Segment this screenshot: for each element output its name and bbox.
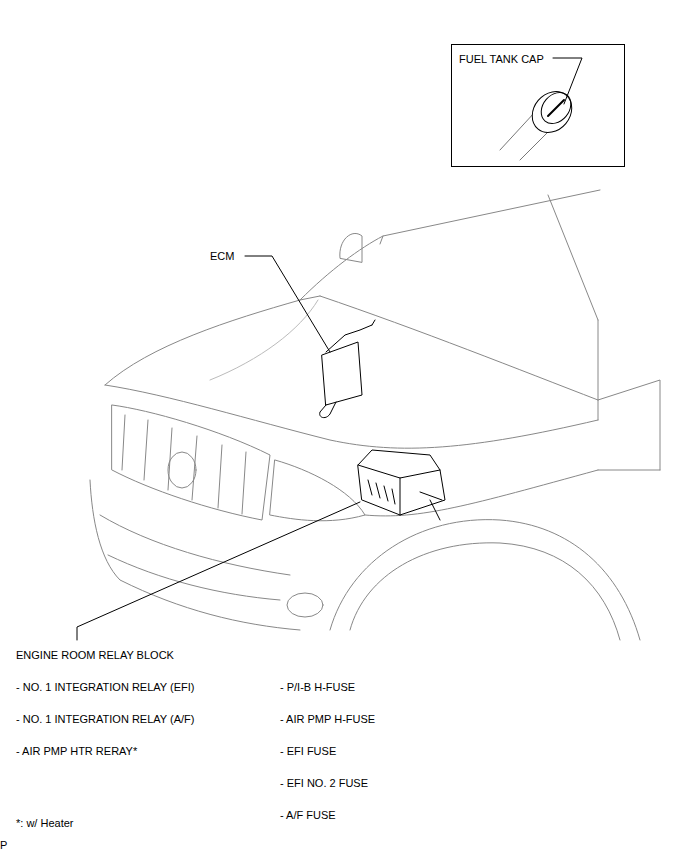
relay-item: - NO. 1 INTEGRATION RELAY (EFI)	[16, 681, 194, 694]
fuse-item: - EFI NO. 2 FUSE	[280, 777, 368, 790]
fuse-item: - EFI FUSE	[280, 745, 336, 758]
page-mark: P	[0, 839, 7, 852]
fuse-item: - A/F FUSE	[280, 809, 336, 822]
relay-item: - NO. 1 INTEGRATION RELAY (A/F)	[16, 713, 194, 726]
relay-block-drawing	[77, 450, 445, 640]
fuse-item: - P/I-B H-FUSE	[280, 681, 355, 694]
part-label: ENGINE ROOM RELAY BLOCK	[16, 649, 174, 662]
part-label: FUEL TANK CAP	[459, 53, 544, 66]
note: *: w/ Heater	[16, 817, 73, 830]
part-label: ECM	[210, 250, 234, 263]
fuse-item: - AIR PMP H-FUSE	[280, 713, 375, 726]
relay-item: - AIR PMP HTR RERAY*	[16, 745, 137, 758]
car-outline	[90, 190, 660, 640]
fuel-cap-drawing	[500, 58, 582, 160]
ecm-drawing	[245, 256, 375, 418]
callout-box: FUEL TANK CAP	[451, 44, 625, 167]
